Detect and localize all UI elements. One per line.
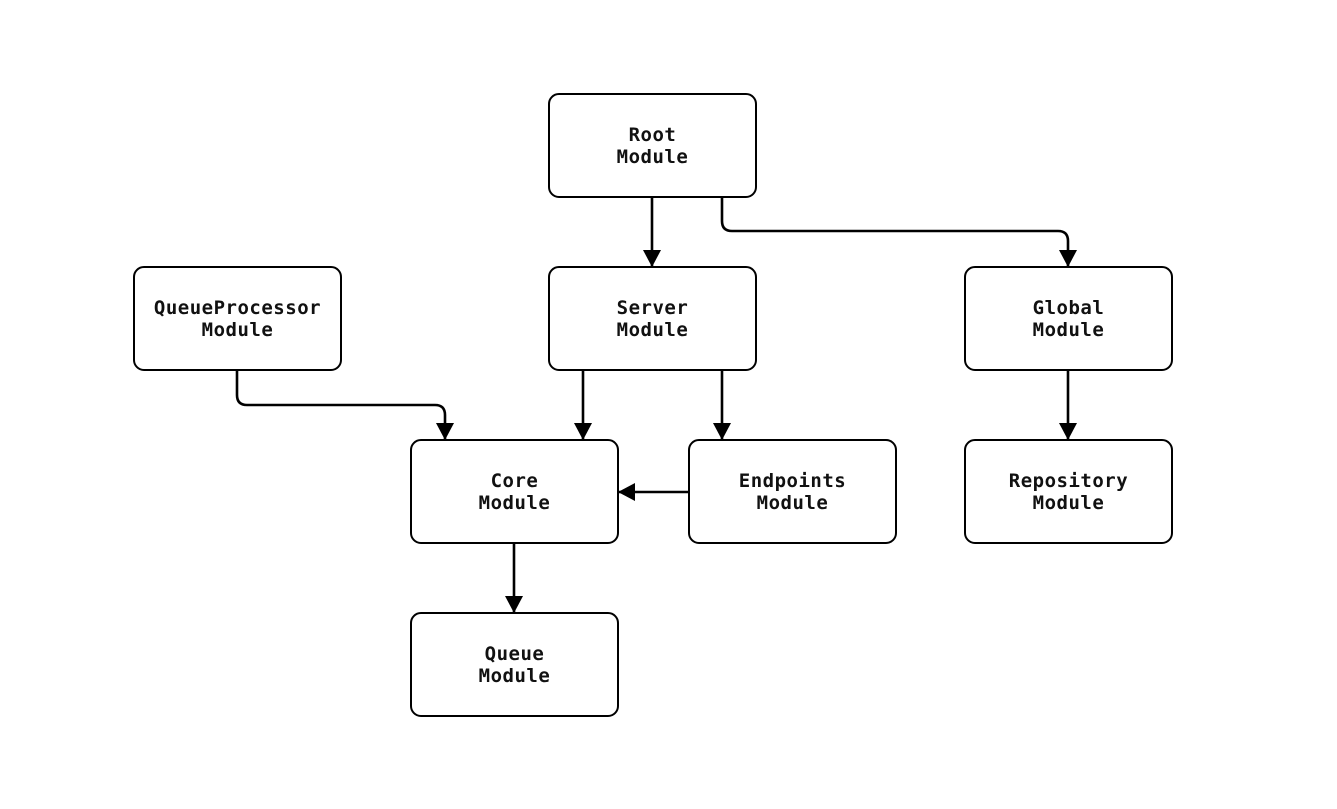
node-label: Repository (1008, 469, 1129, 492)
node-label: Root (628, 123, 677, 146)
node-label: Module (616, 145, 689, 168)
edge-queueprocessor-to-core (235, 371, 454, 440)
node-label: Module (616, 318, 689, 341)
node-label: Endpoints (738, 469, 847, 492)
edge-root-to-global (720, 198, 1077, 267)
node-label: Server (616, 296, 689, 319)
node-label: Core (490, 469, 539, 492)
node-label: Module (1032, 318, 1105, 341)
node-label: Module (756, 491, 829, 514)
node-label: Global (1032, 296, 1105, 319)
node-label: Module (201, 318, 274, 341)
node-label: Queue (484, 642, 545, 665)
node-label: QueueProcessor (153, 296, 322, 319)
node-label: Module (478, 491, 551, 514)
node-label: Module (1032, 491, 1105, 514)
node-label: Module (478, 664, 551, 687)
